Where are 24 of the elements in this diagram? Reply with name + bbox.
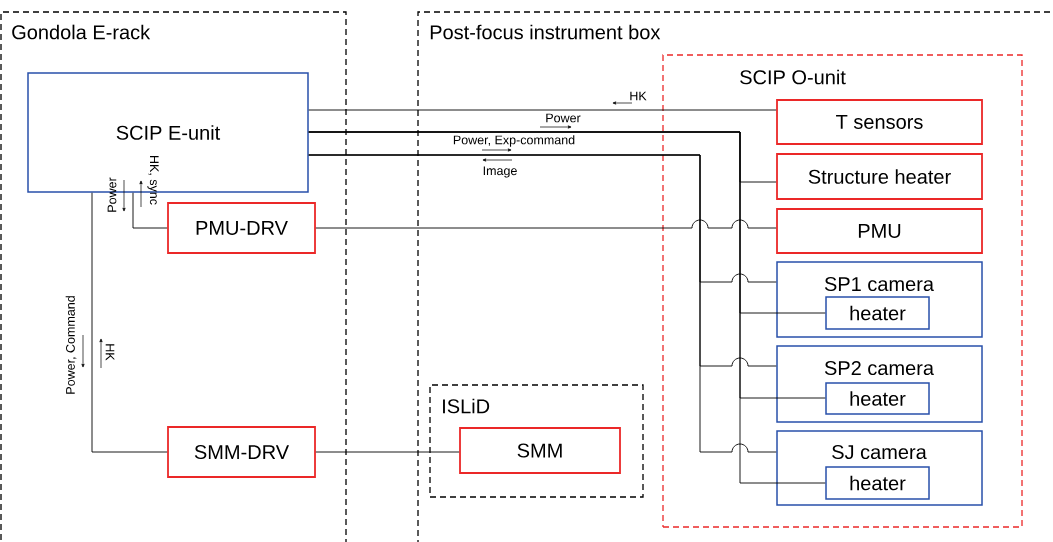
- unit-box: T sensors: [776, 99, 983, 145]
- unit-box: heater: [825, 466, 930, 500]
- unit-box: Structure heater: [776, 153, 983, 200]
- edge-label: Power, Exp-command: [453, 135, 575, 147]
- signal-label: HK: [105, 344, 115, 361]
- signal-label: Image: [483, 166, 517, 178]
- unit-box: SMM-DRV: [167, 426, 316, 478]
- unit-box: SMM: [459, 427, 621, 474]
- connector-line: [308, 109, 777, 111]
- signal-label: HK, sync: [147, 156, 159, 205]
- connector-line: [91, 192, 168, 453]
- edge-label: Power: [546, 113, 581, 123]
- edge-label: Power, Command: [65, 296, 77, 394]
- edge-label: Power: [107, 177, 117, 212]
- edge-label: HK: [630, 91, 647, 101]
- unit-box: PMU: [776, 208, 983, 254]
- unit-box: heater: [825, 296, 930, 330]
- connector-line: [308, 131, 826, 484]
- unit-box: heater: [825, 382, 930, 415]
- connector-line: [315, 219, 777, 229]
- unit-box: PMU-DRV: [167, 202, 316, 254]
- connector-line: [132, 192, 168, 229]
- connector-line: [308, 154, 777, 453]
- connector-line: [315, 451, 460, 453]
